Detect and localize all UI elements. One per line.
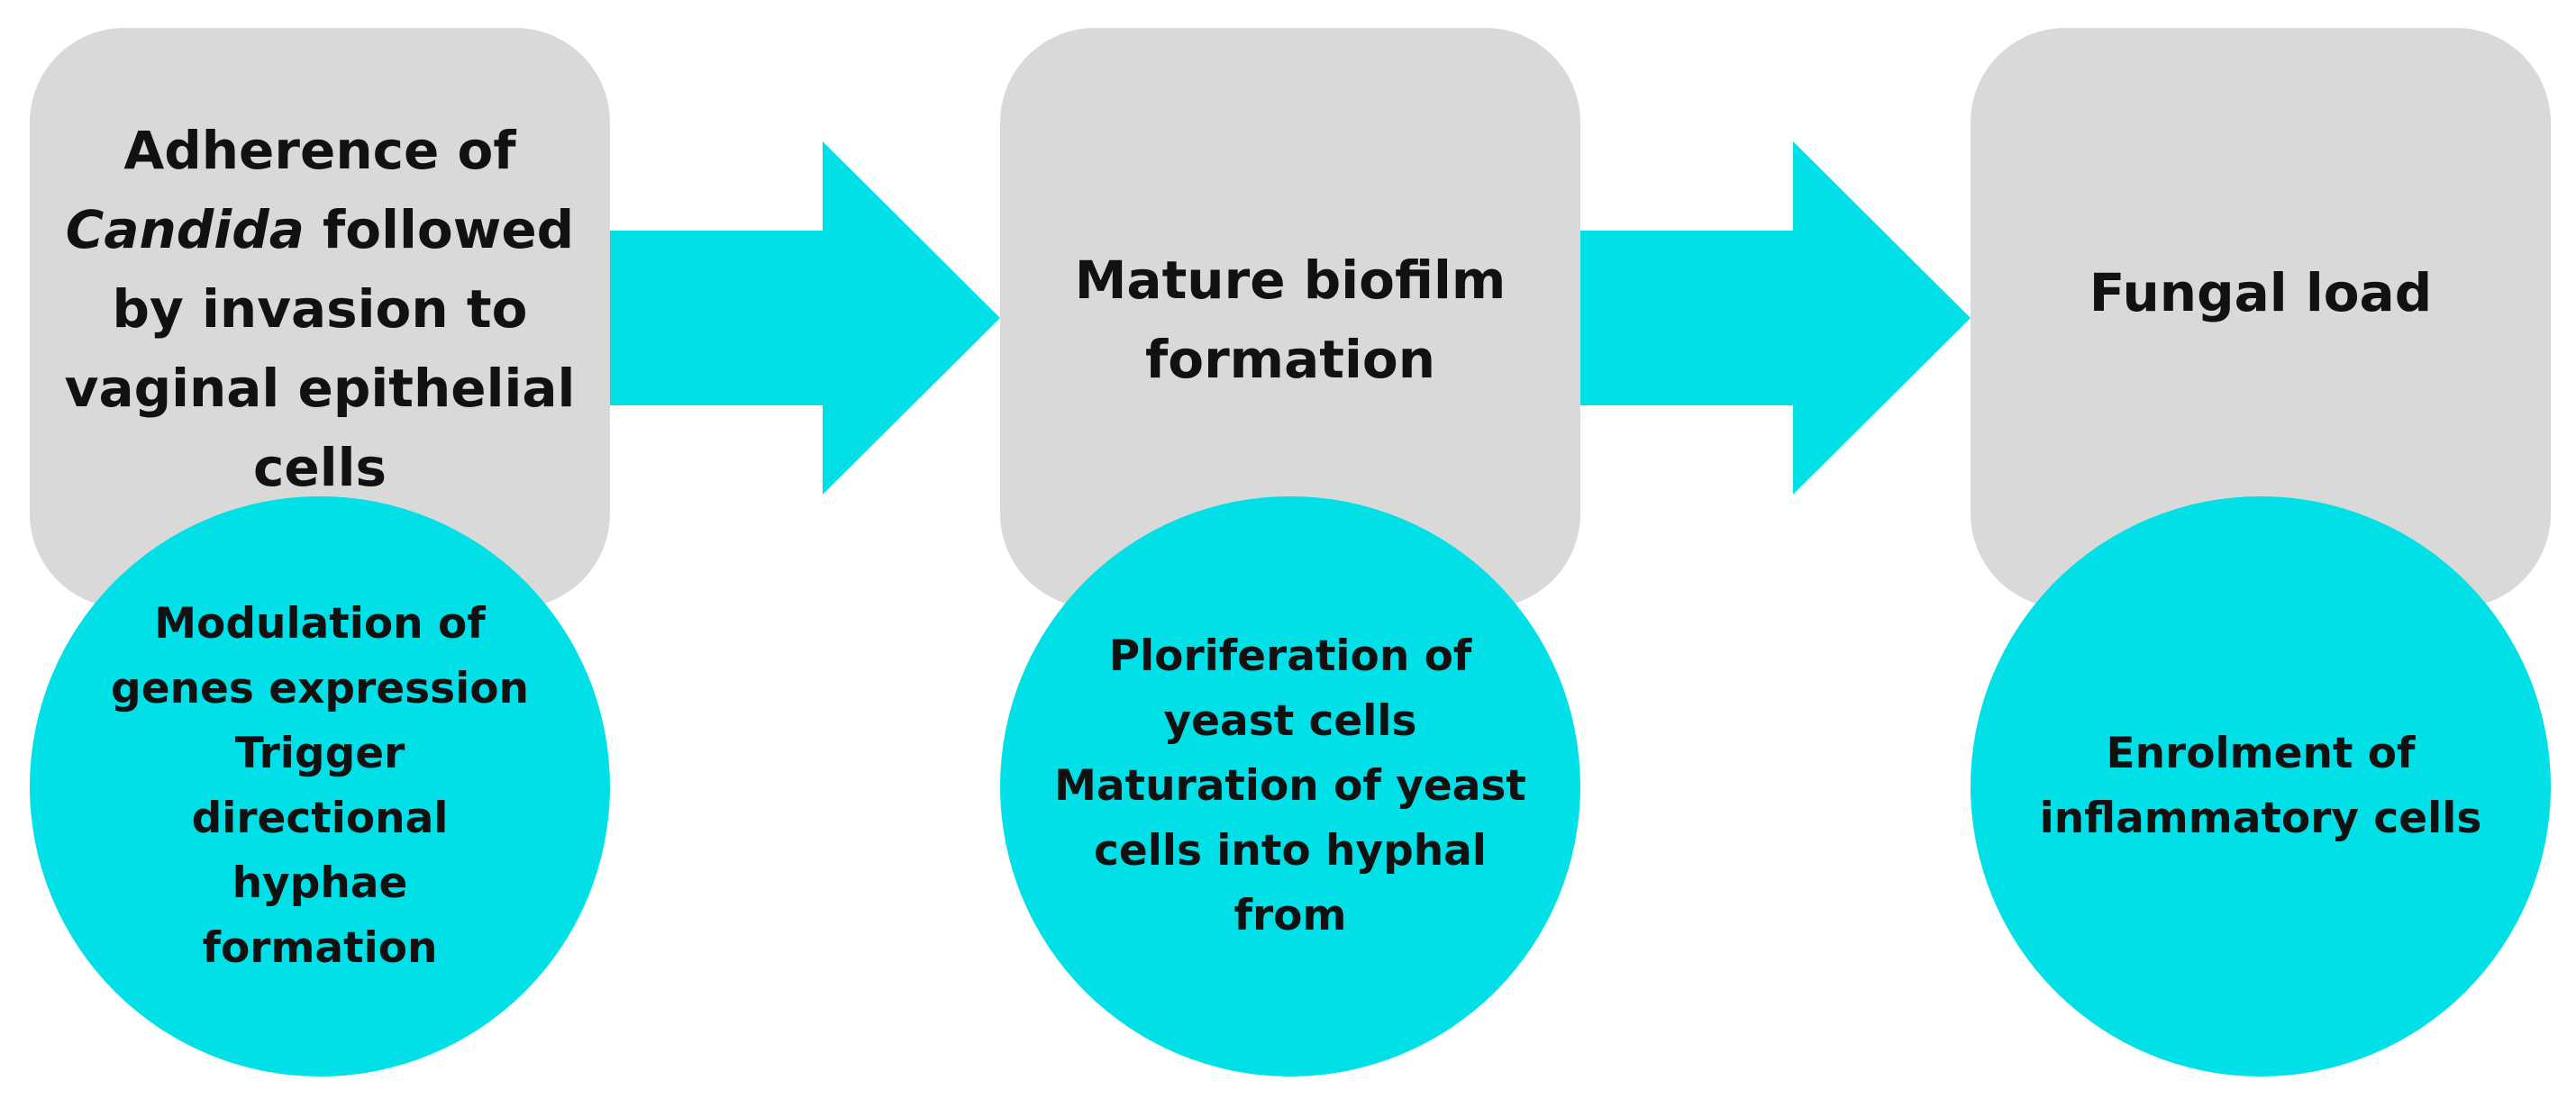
stage-detail-line: inflammatory cells: [2039, 794, 2482, 843]
stage-detail-line: hyphae: [232, 858, 408, 908]
stage-title-segment: formation: [1144, 329, 1435, 390]
stage-detail-line: directional: [191, 794, 449, 843]
stage-title-line: by invasion to: [30, 269, 610, 349]
stage-detail-text-fungal-load: Enrolment of inflammatory cells: [2040, 722, 2482, 851]
stage-title-line: Fungal load: [1971, 253, 2551, 332]
right-arrow-icon: [610, 141, 1000, 495]
right-arrow-icon: [1580, 141, 1971, 495]
stage-title-segment: by invasion to: [112, 278, 528, 340]
stage-title-italic-term: Candida: [65, 199, 305, 260]
stage-detail-line: Trigger: [234, 729, 405, 778]
stage-title-segment: followed: [304, 199, 575, 260]
stage-detail-circle-fungal-load: Enrolment of inflammatory cells: [1971, 496, 2551, 1076]
stage-detail-line: Enrolment of: [2106, 729, 2416, 778]
stage-detail-line: Modulation of: [154, 599, 486, 649]
stage-detail-line: genes expression: [111, 664, 529, 713]
stage-title-segment: Mature biofilm: [1074, 250, 1506, 311]
stage-detail-line: Ploriferation of: [1108, 631, 1472, 681]
stage-title-line: Candida followed: [30, 190, 610, 269]
stage-title-line: vaginal epithelial: [30, 349, 610, 428]
stage-title-line: Mature biofilm: [1000, 241, 1580, 320]
stage-title-line: Adherence of: [30, 111, 610, 190]
stage-title-adherence: Adherence of Candida followed by invasion …: [30, 111, 610, 507]
stage-title-segment: vaginal epithelial: [64, 358, 576, 419]
stage-title-line: cells: [30, 428, 610, 507]
stage-detail-line: yeast cells: [1163, 696, 1417, 746]
stage-title-biofilm: Mature biofilm formation: [1000, 241, 1580, 399]
stage-box-adherence: Adherence of Candida followed by invasion …: [30, 28, 610, 608]
stage-detail-line: cells into hyphal: [1093, 826, 1487, 876]
stage-detail-line: from: [1233, 891, 1347, 940]
stage-box-fungal-load: Fungal load: [1971, 28, 2551, 608]
stage-title-segment: cells: [252, 437, 387, 498]
stage-title-fungal-load: Fungal load: [1971, 253, 2551, 332]
stage-detail-line: Maturation of yeast: [1054, 761, 1526, 811]
stage-title-segment: Adherence of: [123, 120, 516, 181]
stage-detail-line: formation: [202, 923, 438, 973]
stage-title-segment: Fungal load: [2089, 262, 2433, 323]
stage-title-line: formation: [1000, 320, 1580, 399]
